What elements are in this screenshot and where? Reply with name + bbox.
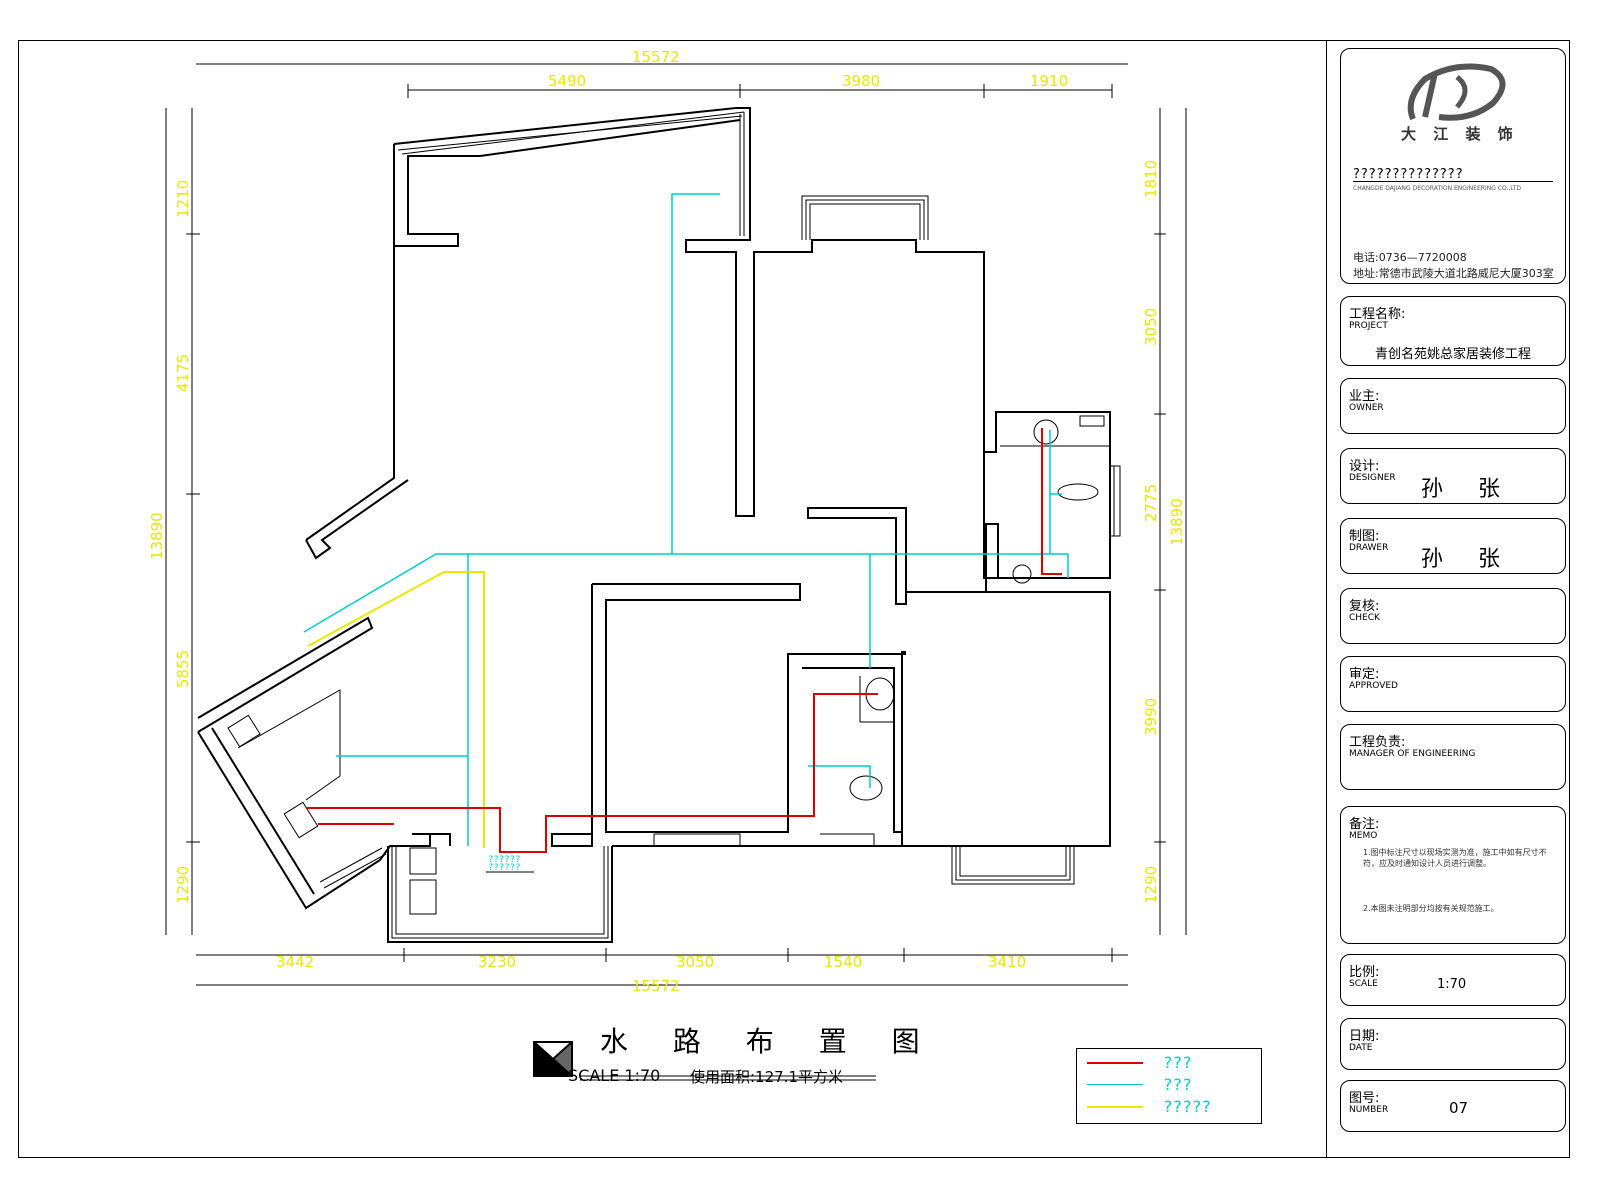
dim-left-seg-3: 5855 [174,650,192,688]
company-logo-icon [1407,63,1506,121]
dim-bottom-total: 15572 [632,977,680,995]
company-english-name: CHANGDE DAJIANG DECORATION ENGINEERING C… [1353,185,1522,192]
field-memo: 备注: MEMO 1.图中标注尺寸以现场实测为准，施工中如有尺寸不符，应及时通知… [1340,806,1566,944]
legend-label-reserved: ????? [1163,1097,1212,1116]
field-number-value: 07 [1449,1099,1469,1117]
cold-water-pipes [303,193,1069,846]
pipe-legend: ??? ??? ????? [1076,1048,1262,1124]
dim-left-total: 13890 [148,512,166,560]
company-box: 大 江 装 饰 ?????????????? CHANGDE DAJIANG D… [1340,48,1566,284]
dim-left-seg-4: 1290 [174,866,192,904]
field-project-cn: 工程名称: [1349,307,1406,322]
dim-right-seg-5: 1290 [1142,866,1160,904]
field-check-en: CHECK [1349,613,1380,623]
floor-plan: 15572 5490 3980 1910 15572 3442 3230 305… [148,48,1187,1081]
dim-bottom-seg-2: 3230 [478,953,516,971]
hot-water-pipes [306,428,1062,853]
field-number-en: NUMBER [1349,1105,1389,1115]
field-check-cn: 复核: [1349,599,1380,614]
field-date: 日期: DATE [1340,1018,1566,1070]
legend-swatch-hot [1087,1062,1143,1064]
walls [197,107,1111,943]
drawing-title: 水 路 布 置 图 [600,1025,938,1058]
legend-label-cold: ??? [1163,1075,1192,1094]
field-scale-en: SCALE [1349,979,1378,989]
field-memo-cn: 备注: [1349,817,1380,832]
field-scale-cn: 比例: [1349,965,1380,980]
dim-right-seg-3: 2775 [1142,484,1160,522]
company-phone: 电话:0736—7720008 [1353,251,1467,264]
field-approved: 审定: APPROVED [1340,656,1566,712]
windows [319,111,1121,939]
dim-bottom-seg-4: 1540 [824,953,862,971]
field-number-cn: 图号: [1349,1091,1380,1106]
dim-right-total: 13890 [1168,498,1186,546]
legend-item-reserved: ????? [1083,1097,1259,1117]
legend-swatch-cold [1087,1084,1143,1085]
shower-annotation-2: ?????? [488,863,521,873]
dim-bottom-seg-5: 3410 [988,953,1026,971]
dim-left-seg-2: 4175 [174,354,192,392]
field-owner-cn: 业主: [1349,389,1380,404]
drawing-frame [18,40,1570,1158]
legend-label-hot: ??? [1163,1053,1192,1072]
logo-mark: 大 江 装 饰 [1401,125,1519,143]
field-designer: 设计: DESIGNER 孙 张 [1340,448,1566,504]
field-manager-cn: 工程负责: [1349,735,1406,750]
field-designer-en: DESIGNER [1349,473,1396,483]
dim-bottom-seg-1: 3442 [276,953,314,971]
field-manager-en: MANAGER OF ENGINEERING [1349,749,1476,759]
field-manager: 工程负责: MANAGER OF ENGINEERING [1340,724,1566,790]
shower-annotation: ?????? [488,855,521,865]
field-number: 图号: NUMBER 07 [1340,1080,1566,1132]
title-symbol-icon [533,1041,573,1077]
field-approved-cn: 审定: [1349,667,1380,682]
field-date-cn: 日期: [1349,1029,1380,1044]
field-drawer: 制图: DRAWER 孙 张 [1340,518,1566,574]
company-name: ?????????????? [1353,167,1464,182]
memo-note-2: 2.本图未注明部分均按有关规范施工。 [1363,904,1499,913]
field-date-en: DATE [1349,1043,1373,1053]
field-project: 工程名称: PROJECT 青创名苑姚总家居装修工程 [1340,296,1566,366]
field-scale-value: 1:70 [1437,977,1467,992]
fixtures [227,415,1110,915]
field-approved-en: APPROVED [1349,681,1398,691]
field-owner: 业主: OWNER [1340,378,1566,434]
company-address: 地址:常德市武陵大道北路威尼大厦303室 [1353,267,1554,280]
field-drawer-en: DRAWER [1349,543,1389,553]
field-memo-en: MEMO [1349,831,1378,841]
memo-note-1: 1.图中标注尺寸以现场实测为准，施工中如有尺寸不符，应及时通知设计人员进行调整。 [1363,848,1547,868]
field-drawer-value: 孙 张 [1421,547,1514,572]
dimension-lines [165,63,1187,986]
legend-swatch-reserved [1087,1106,1143,1108]
field-owner-en: OWNER [1349,403,1384,413]
field-designer-cn: 设计: [1349,459,1380,474]
dim-right-seg-2: 3050 [1142,308,1160,346]
reserved-pipes [307,571,485,848]
field-check: 复核: CHECK [1340,588,1566,644]
legend-item-cold: ??? [1083,1075,1259,1095]
dim-top-seg-1: 5490 [548,72,586,90]
drawing-scale: SCALE 1:70 [568,1066,661,1085]
field-designer-value: 孙 张 [1421,477,1514,502]
field-scale: 比例: SCALE 1:70 [1340,954,1566,1006]
legend-item-hot: ??? [1083,1053,1259,1073]
dim-top-seg-2: 3980 [842,72,880,90]
field-project-en: PROJECT [1349,321,1388,331]
field-drawer-cn: 制图: [1349,529,1380,544]
dim-right-seg-4: 3990 [1142,698,1160,736]
field-project-value: 青创名苑姚总家居装修工程 [1375,347,1532,362]
dim-top-seg-3: 1910 [1030,72,1068,90]
drawing-area: 使用面积:127.1平方米 [690,1068,843,1086]
dim-bottom-seg-3: 3050 [676,953,714,971]
title-block: 大 江 装 饰 ?????????????? CHANGDE DAJIANG D… [1326,40,1570,1158]
dim-right-seg-1: 1810 [1142,160,1160,198]
dim-top-total: 15572 [632,48,680,66]
dim-left-seg-1: 1210 [174,180,192,218]
